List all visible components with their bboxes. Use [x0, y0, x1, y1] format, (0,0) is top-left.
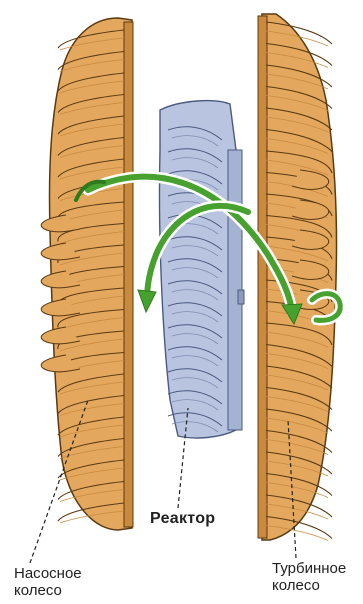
reactor-label: Реактор: [150, 510, 215, 527]
reactor-hub-notch: [238, 290, 244, 304]
turbine-wheel-rim: [258, 16, 267, 538]
turbine-wheel-label-line2: колесо: [272, 577, 346, 594]
reactor-wheel: [159, 101, 244, 438]
flow-arrow-return-head: [138, 290, 156, 312]
turbine-wheel: [258, 14, 337, 541]
turbine-wheel-label: Турбинное колесо: [272, 560, 346, 594]
pump-wheel-label-line1: Насосное: [14, 565, 82, 582]
pump-wheel-label: Насосное колесо: [14, 565, 82, 599]
pump-wheel-rim: [124, 22, 133, 527]
pump-wheel: [41, 18, 133, 530]
pump-wheel-label-line2: колесо: [14, 582, 82, 599]
turbine-wheel-label-line1: Турбинное: [272, 560, 346, 577]
